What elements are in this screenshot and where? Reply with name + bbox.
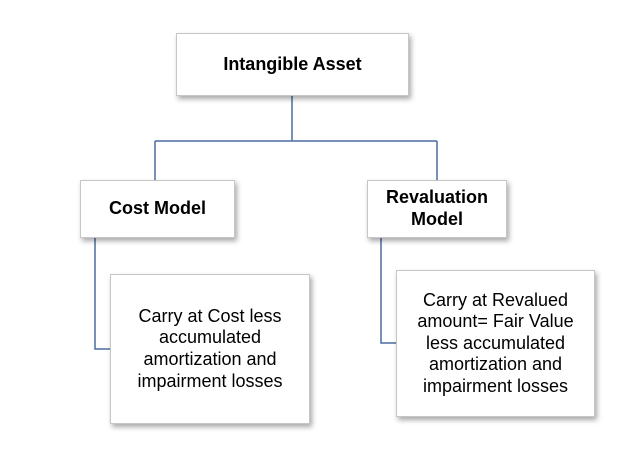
revaluation-model-box: Revaluation Model [367, 180, 507, 238]
root-to-branches-connector [154, 96, 438, 180]
intangible-asset-label: Intangible Asset [223, 53, 362, 74]
revaluation-model-label: Revaluation Model [385, 187, 489, 229]
cost-model-detail-box: Carry at Cost less accumulated amortizat… [110, 274, 310, 424]
cost-model-label: Cost Model [109, 198, 206, 219]
cost-model-detail-text: Carry at Cost less accumulated amortizat… [137, 305, 283, 391]
revaluation-model-detail-text: Carry at Revalued amount= Fair Value les… [417, 289, 574, 396]
intangible-asset-box: Intangible Asset [176, 33, 409, 96]
cost-model-box: Cost Model [80, 180, 235, 238]
cost-model-detail-connector [94, 238, 110, 350]
revaluation-model-detail-box: Carry at Revalued amount= Fair Value les… [396, 270, 595, 417]
revaluation-model-detail-connector [380, 238, 396, 344]
